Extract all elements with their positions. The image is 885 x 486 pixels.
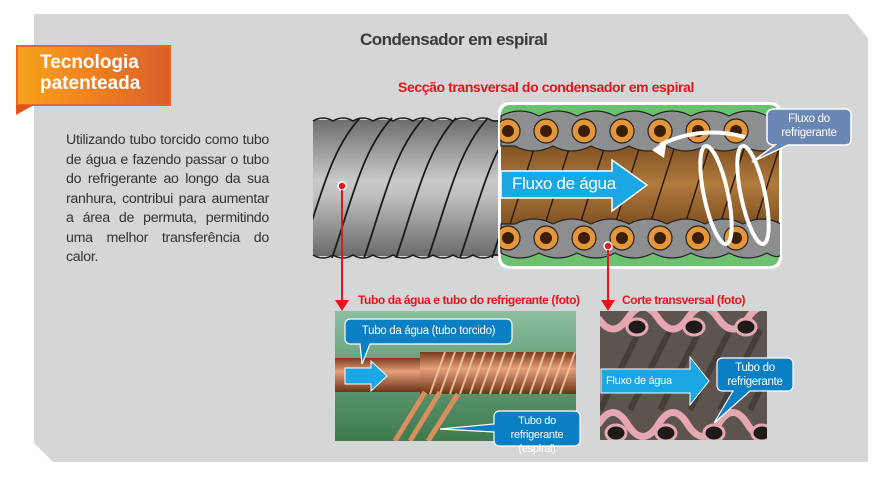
water-tube-callout-shape xyxy=(344,318,513,365)
photo-water-flow-label: Fluxo de água xyxy=(606,375,672,387)
photo-tube-water-arrow xyxy=(344,359,388,393)
refrigerant-flow-label-1: Fluxo do xyxy=(788,113,830,125)
water-tube-label: Tubo da água (tubo torcido) xyxy=(361,325,496,337)
refrigerant-tube-label-1: Tubo do refrigerante xyxy=(510,415,564,441)
water-flow-arrow xyxy=(500,158,649,213)
page-title: Condensador em espiral xyxy=(360,30,548,49)
patented-technology-badge xyxy=(16,45,171,106)
refrigerant-flow-arrowhead xyxy=(652,139,667,158)
refrigerant-flow-label-2: refrigerante xyxy=(781,127,837,139)
cross-section-heading: Secção transversal do condensador em esp… xyxy=(398,79,694,95)
cross-refrigerant-callout: Tubo do refrigerante xyxy=(717,361,793,389)
badge-line-1: Tecnologia xyxy=(40,52,139,73)
refrigerant-tube-callout-shape xyxy=(439,410,581,447)
refrigerant-flow-callout-shape xyxy=(751,108,852,163)
cross-refrigerant-label-2: refrigerante xyxy=(727,376,783,388)
cross-section-illustration xyxy=(498,102,782,269)
photo-tubes-heading: Tubo da água e tubo do refrigerante (fot… xyxy=(358,293,580,307)
cross-refrigerant-label-1: Tubo do xyxy=(735,362,775,374)
badge-line-2: patenteada xyxy=(40,73,141,94)
water-flow-label: Fluxo de água xyxy=(512,174,616,193)
photo-cross-heading: Corte transversal (foto) xyxy=(622,293,746,307)
photo-water-flow-arrow xyxy=(600,355,710,407)
refrigerant-flow-callout: Fluxo do refrigerante xyxy=(767,112,851,140)
description-text: Utilizando tubo torcido como tubo de águ… xyxy=(66,132,269,265)
badge-label: Tecnologia patenteada xyxy=(40,52,140,94)
leader-lines xyxy=(335,181,615,311)
refrigerant-flow-loops xyxy=(659,130,771,246)
refrigerant-tube-label-2: (espiral) xyxy=(518,443,556,455)
tube-spiral-grooves xyxy=(313,117,500,258)
refrigerant-tube-callout: Tubo do refrigerante (espiral) xyxy=(494,414,580,456)
cross-refrigerant-callout-shape xyxy=(713,357,794,424)
